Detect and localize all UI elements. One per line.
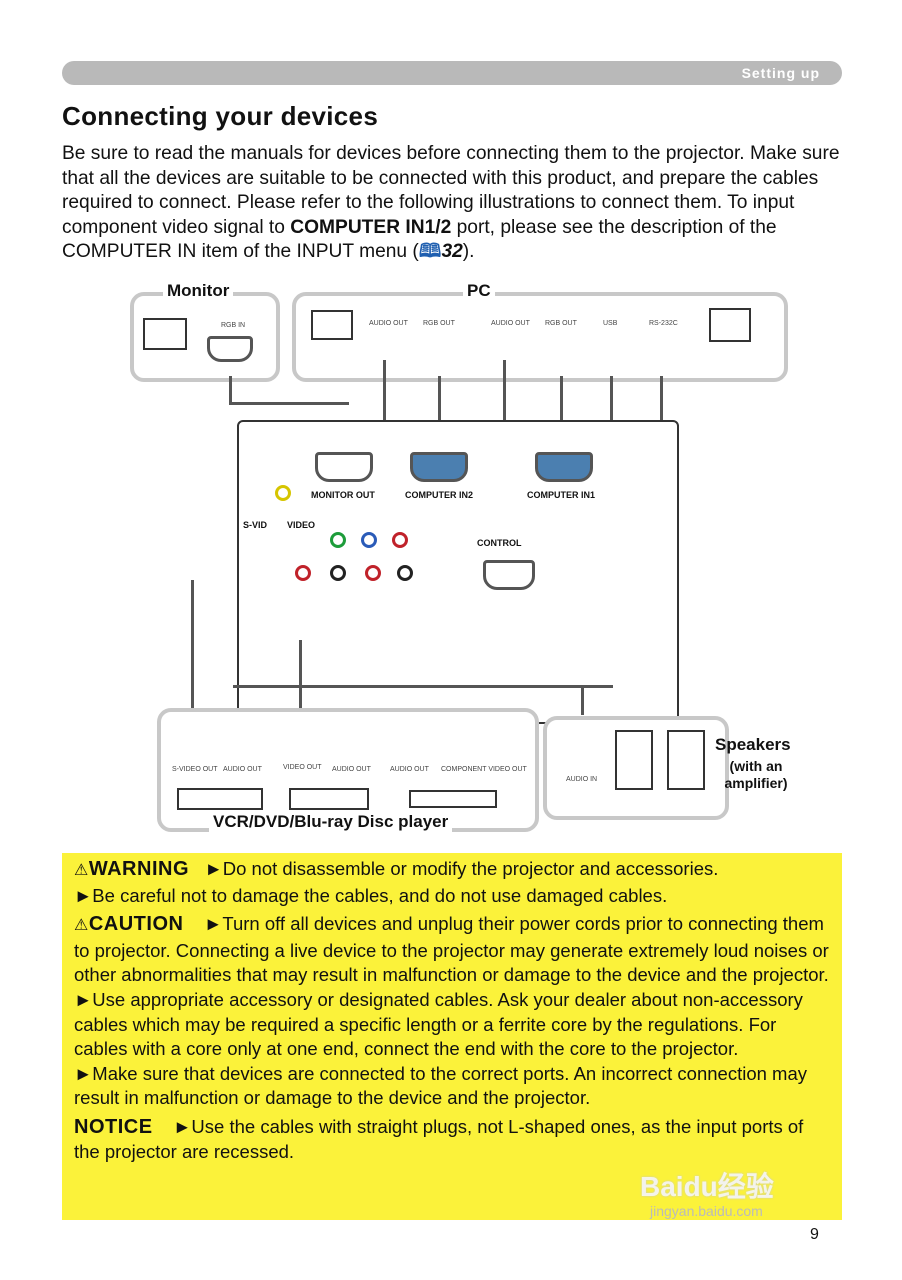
page-number: 9 bbox=[810, 1226, 819, 1243]
dvd-player-icon bbox=[289, 788, 369, 810]
vcr-port-video-out: VIDEO OUT bbox=[283, 764, 322, 771]
caution-text-3: ►Make sure that devices are connected to… bbox=[74, 1062, 807, 1109]
vcr-label: VCR/DVD/Blu-ray Disc player bbox=[209, 812, 453, 832]
computer-in1-connector bbox=[535, 452, 593, 482]
cable-speaker bbox=[581, 685, 584, 715]
monitor-out-connector bbox=[315, 452, 373, 482]
speaker-left-icon bbox=[615, 730, 653, 790]
vcr-panel bbox=[157, 708, 539, 832]
vcr-port-audio-out-3: AUDIO OUT bbox=[390, 766, 429, 773]
cable-video bbox=[299, 640, 302, 720]
notice-line-1: NOTICE ►Use the cables with straight plu… bbox=[74, 1115, 830, 1164]
vcr-port-audio-out-2: AUDIO OUT bbox=[332, 766, 371, 773]
monitor-label: Monitor bbox=[163, 281, 234, 301]
connection-diagram: Monitor RGB IN PC AUDIO OUT RGB OUT AUDI… bbox=[125, 280, 791, 840]
bluray-player-icon bbox=[409, 790, 497, 808]
pc-port-audio-out-2: AUDIO OUT bbox=[491, 320, 530, 327]
projector-port-s-video: S-VID bbox=[243, 520, 268, 530]
component-cr-jack bbox=[392, 532, 408, 548]
cable-pc-rgb-1 bbox=[438, 376, 441, 436]
intro-text-1: Be sure to read the manuals for devices … bbox=[62, 143, 840, 238]
desktop-pc-icon bbox=[709, 308, 751, 342]
video-jack bbox=[275, 485, 291, 501]
component-cb-jack bbox=[361, 532, 377, 548]
component-y-jack bbox=[330, 532, 346, 548]
page-title: Connecting your devices bbox=[62, 101, 379, 131]
projector-port-video: VIDEO bbox=[287, 520, 316, 530]
pc-port-usb: USB bbox=[603, 320, 618, 327]
pc-port-rgb-out-2: RGB OUT bbox=[545, 320, 577, 327]
caution-text-2: ►Use appropriate accessory or designated… bbox=[74, 988, 803, 1060]
cable-pc-rgb-2 bbox=[560, 376, 563, 436]
warning-keyword: ⚠WARNING bbox=[74, 858, 190, 880]
monitor-port-label: RGB IN bbox=[221, 322, 246, 329]
projector-port-control: CONTROL bbox=[477, 538, 522, 548]
caution-triangle-icon: ⚠ bbox=[74, 917, 89, 935]
page-reference-link[interactable]: 32 bbox=[441, 241, 463, 263]
intro-bold-port: COMPUTER IN1/2 bbox=[290, 216, 452, 238]
caution-keyword: ⚠CAUTION bbox=[74, 913, 184, 936]
projector-port-monitor-out: MONITOR OUT bbox=[311, 490, 375, 500]
caution-line-1: ⚠CAUTION ►Turn off all devices and unplu… bbox=[74, 912, 830, 988]
vcr-icon bbox=[177, 788, 263, 810]
speakers-sublabel: (with an amplifier) bbox=[724, 758, 788, 791]
pc-port-audio-out-1: AUDIO OUT bbox=[369, 320, 408, 327]
pc-label: PC bbox=[463, 281, 495, 301]
projector-port-computer-in1: COMPUTER IN1 bbox=[527, 490, 596, 500]
pc-port-rs232c: RS-232C bbox=[649, 320, 678, 327]
warning-triangle-icon: ⚠ bbox=[74, 862, 89, 879]
cable-audio-bundle bbox=[233, 685, 613, 688]
laptop-icon bbox=[311, 310, 353, 340]
warning-text-1: ►Do not disassemble or modify the projec… bbox=[204, 858, 719, 879]
audio-r-jack-1 bbox=[295, 565, 311, 581]
warning-text-2: ►Be careful not to damage the cables, an… bbox=[74, 884, 668, 906]
intro-text-2: port, please see the description of the … bbox=[62, 216, 777, 263]
intro-paragraph: Be sure to read the manuals for devices … bbox=[62, 142, 852, 265]
control-connector bbox=[483, 560, 535, 590]
baidu-watermark-logo: Baidu经验 bbox=[640, 1171, 774, 1202]
monitor-icon bbox=[143, 318, 187, 350]
cable-pc-audio-2 bbox=[503, 360, 506, 460]
cable-s-video bbox=[191, 580, 194, 710]
vcr-port-s-video-out: S-VIDEO OUT bbox=[172, 766, 218, 773]
section-label: Setting up bbox=[741, 65, 820, 81]
audio-r-jack-2 bbox=[365, 565, 381, 581]
audio-l-jack-2 bbox=[397, 565, 413, 581]
speaker-port-audio-in: AUDIO IN bbox=[566, 776, 598, 783]
baidu-watermark-url: jingyan.baidu.com bbox=[650, 1203, 763, 1219]
vcr-port-audio-out-1: AUDIO OUT bbox=[223, 766, 262, 773]
caution-text-1: ►Turn off all devices and unplug their p… bbox=[74, 913, 829, 986]
computer-in2-connector bbox=[410, 452, 468, 482]
monitor-rgb-connector bbox=[207, 336, 253, 362]
notice-keyword: NOTICE bbox=[74, 1115, 153, 1138]
pc-panel bbox=[292, 292, 788, 382]
projector-port-computer-in2: COMPUTER IN2 bbox=[405, 490, 474, 500]
speaker-right-icon bbox=[667, 730, 705, 790]
book-icon: 🕮 bbox=[418, 241, 442, 263]
safety-notice-box: ⚠WARNING ►Do not disassemble or modify t… bbox=[62, 853, 842, 1220]
warning-line-1: ⚠WARNING ►Do not disassemble or modify t… bbox=[74, 857, 830, 884]
notice-text-1: ►Use the cables with straight plugs, not… bbox=[74, 1115, 804, 1162]
speakers-label: Speakers bbox=[715, 735, 791, 754]
audio-l-jack-1 bbox=[330, 565, 346, 581]
section-header-bar: Setting up bbox=[62, 61, 842, 85]
pc-port-rgb-out-1: RGB OUT bbox=[423, 320, 455, 327]
intro-text-3: ). bbox=[462, 241, 475, 263]
vcr-port-component-video-out: COMPONENT VIDEO OUT bbox=[441, 766, 527, 773]
cable-monitor bbox=[229, 376, 232, 404]
cable-monitor-horizontal bbox=[229, 402, 349, 405]
